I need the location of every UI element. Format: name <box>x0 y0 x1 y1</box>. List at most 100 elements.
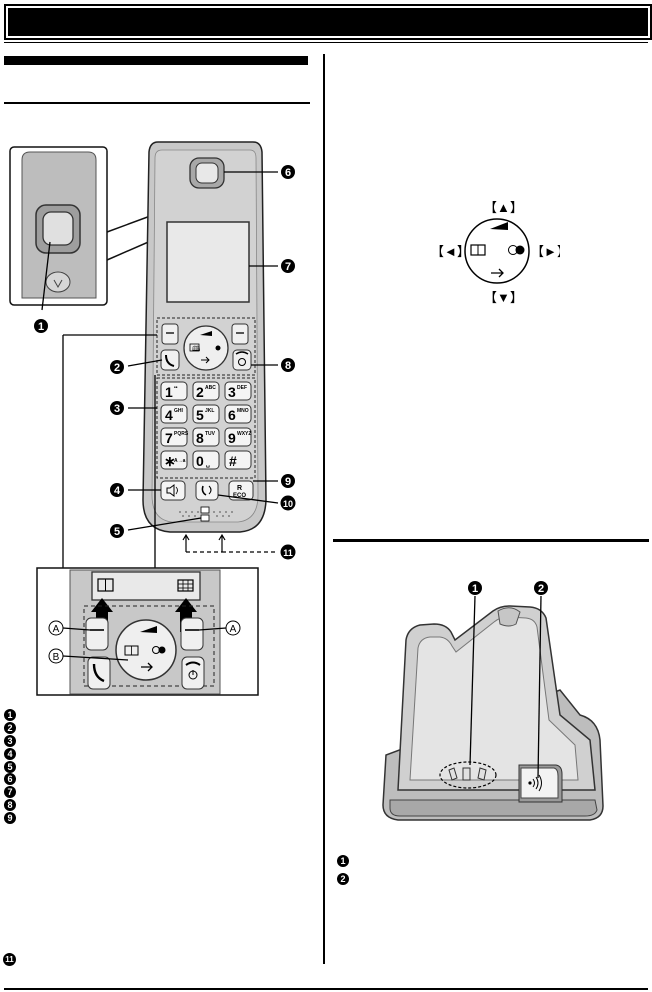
svg-text:🕮: 🕮 <box>192 345 200 353</box>
legend-number: 9 <box>4 812 16 825</box>
svg-text:1: 1 <box>472 583 478 595</box>
r-eco-button[interactable]: R ECO <box>228 480 254 501</box>
svg-text:1: 1 <box>165 384 173 400</box>
handset-back-inset <box>9 146 154 311</box>
callout-2: 2 <box>110 360 124 374</box>
column-divider <box>323 54 325 964</box>
callout-8: 8 <box>281 358 295 372</box>
svg-text:3: 3 <box>228 384 236 400</box>
callout-a-right: A <box>225 620 241 636</box>
svg-text:4: 4 <box>165 407 173 423</box>
key-1[interactable]: 1 •• <box>160 381 188 401</box>
svg-text:9: 9 <box>228 430 236 446</box>
navigator-key-figure: 【▲】 【▼】 【◄】 【►】 <box>431 200 560 305</box>
svg-text:2: 2 <box>538 583 544 595</box>
svg-text:2: 2 <box>114 362 120 374</box>
nav-up-label: 【▲】 <box>484 200 523 215</box>
svg-text:7: 7 <box>285 261 291 273</box>
key-6[interactable]: 6 MNO <box>224 404 252 424</box>
keypad: 1 •• 2 ABC 3 DEF 4 GHI 5 JKL 6 MNO <box>160 381 252 470</box>
svg-text:ECO: ECO <box>233 493 246 499</box>
svg-text:1: 1 <box>38 321 44 333</box>
zoom-connector <box>62 334 157 568</box>
legend-item-9: 9 <box>4 808 16 825</box>
svg-text:A→a: A→a <box>174 458 186 464</box>
callout-10: 10 <box>280 495 296 511</box>
header-rule <box>4 42 648 43</box>
svg-text:10: 10 <box>283 499 293 509</box>
svg-text:6: 6 <box>285 167 291 179</box>
svg-text:8: 8 <box>196 430 204 446</box>
base-callout-1: 1 <box>468 581 482 595</box>
svg-text:0: 0 <box>196 453 204 469</box>
svg-text:ABC: ABC <box>205 385 216 391</box>
legend-number: 1 <box>4 709 16 721</box>
legend-item-4: 4 <box>4 744 16 760</box>
legend-number: 8 <box>4 799 16 812</box>
key-2[interactable]: 2 ABC <box>192 381 220 401</box>
nav-down-label: 【▼】 <box>484 290 523 305</box>
svg-text:PQRS: PQRS <box>174 431 189 437</box>
key-3[interactable]: 3 DEF <box>224 381 252 401</box>
key-4[interactable]: 4 GHI <box>160 404 188 424</box>
key-8[interactable]: 8 TUV <box>192 427 220 447</box>
callout-b: B <box>48 648 64 664</box>
base-unit <box>382 595 604 821</box>
handset-bottom-keys: R ECO <box>127 480 279 553</box>
svg-text:R: R <box>237 485 242 492</box>
left-section-rule <box>4 102 310 104</box>
nav-left-label: 【◄】 <box>431 244 470 259</box>
nav-right-label: 【►】 <box>531 244 560 259</box>
svg-text:7: 7 <box>165 430 173 446</box>
right-section-rule <box>333 539 649 542</box>
legend-number: 7 <box>4 786 16 799</box>
svg-text:JKL: JKL <box>205 408 214 414</box>
key-0[interactable]: 0 ␣ <box>192 450 220 470</box>
svg-text:B: B <box>53 652 60 663</box>
svg-text:A: A <box>230 624 237 635</box>
svg-text:WXYZ: WXYZ <box>237 431 251 437</box>
svg-text:TUV: TUV <box>205 431 216 437</box>
svg-text:GHI: GHI <box>174 408 184 414</box>
legend-item-2: 2 <box>337 869 349 887</box>
svg-text:2: 2 <box>196 384 204 400</box>
svg-text:A: A <box>53 624 60 635</box>
svg-text:••: •• <box>174 385 178 391</box>
legend-number: 2 <box>337 873 349 885</box>
svg-text:11: 11 <box>283 548 293 558</box>
callout-4: 4 <box>110 483 124 497</box>
callout-5: 5 <box>110 524 124 538</box>
key-hash[interactable]: # <box>224 450 252 470</box>
svg-text:8: 8 <box>285 360 291 372</box>
callout-9: 9 <box>281 474 295 488</box>
svg-text:DEF: DEF <box>237 385 247 391</box>
speaker-button[interactable] <box>160 480 186 501</box>
key-5[interactable]: 5 JKL <box>192 404 220 424</box>
callout-11: 11 <box>280 544 296 560</box>
svg-text:MNO: MNO <box>237 408 249 414</box>
key-7[interactable]: 7 PQRS <box>160 427 189 447</box>
callout-a-left: A <box>48 620 64 636</box>
legend-item-5: 5 <box>4 757 16 773</box>
key-9[interactable]: 9 WXYZ <box>224 427 252 447</box>
legend-item-1: 1 <box>337 851 349 869</box>
header-bar <box>4 4 652 40</box>
key-star[interactable]: ∗ A→a <box>160 450 188 470</box>
legend-number: 2 <box>4 721 16 734</box>
svg-text:9: 9 <box>285 476 291 488</box>
svg-text:6: 6 <box>228 407 236 423</box>
legend-number: 6 <box>4 773 16 786</box>
handset-body: 🕮 <box>127 141 278 533</box>
legend-item-2: 2 <box>4 718 16 734</box>
navigator-key[interactable] <box>464 218 530 284</box>
legend-item-8: 8 <box>4 795 16 812</box>
svg-text:5: 5 <box>196 407 204 423</box>
callout-badges: 1 2 3 4 5 6 7 8 9 10 11 A A B <box>34 165 296 664</box>
svg-text:␣: ␣ <box>206 462 210 468</box>
legend-item-6: 6 <box>4 769 16 786</box>
intercom-button[interactable] <box>195 480 219 501</box>
legend-number: 4 <box>4 747 16 760</box>
svg-text:∗: ∗ <box>164 453 176 469</box>
